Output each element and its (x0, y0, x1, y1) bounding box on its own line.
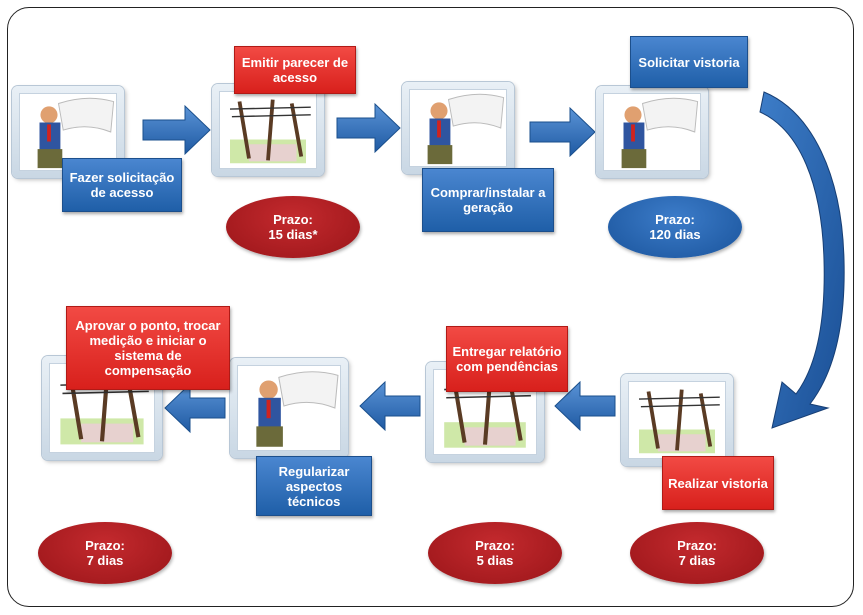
tile-step-3 (402, 82, 514, 174)
step-request-inspection: Solicitar vistoria (630, 36, 748, 88)
step-request-access: Fazer solicitação de acesso (62, 158, 182, 212)
deadline-ellipse-5: Prazo: 7 dias (38, 522, 172, 584)
arrow-left-3 (164, 382, 226, 434)
step-buy-install: Comprar/instalar a geração (422, 168, 554, 232)
step-perform-inspection-label: Realizar vistoria (668, 475, 768, 491)
deadline-value: 7 dias (678, 553, 716, 568)
step-approve-label: Aprovar o ponto, trocar medição e inicia… (75, 318, 221, 378)
step-approve: Aprovar o ponto, trocar medição e inicia… (66, 306, 230, 390)
tile-step-5 (621, 374, 733, 466)
deadline-label: Prazo: (273, 212, 313, 227)
deadline-ellipse-4: Prazo: 5 dias (428, 522, 562, 584)
power-pole-icon (60, 374, 149, 445)
arrow-right-1 (142, 104, 211, 156)
step-issue-opinion: Emitir parecer de acesso (234, 46, 356, 94)
power-pole-icon (638, 389, 720, 454)
deadline-ellipse-3: Prazo: 7 dias (630, 522, 764, 584)
tile-step-4 (596, 86, 708, 178)
arrow-curved (759, 91, 845, 429)
step-deliver-report: Entregar relatório com pendências (446, 326, 568, 392)
step-request-inspection-label: Solicitar vistoria (638, 54, 740, 70)
step-buy-install-label: Comprar/instalar a geração (430, 185, 546, 215)
step-deliver-report-label: Entregar relatório com pendências (452, 344, 562, 374)
arrow-right-2 (336, 102, 401, 154)
deadline-value: 120 dias (649, 227, 701, 242)
person-icon (37, 97, 115, 169)
arrow-right-3 (529, 106, 596, 158)
step-regularize-label: Regularizar aspectos técnicos (278, 463, 350, 509)
deadline-value: 5 dias (476, 553, 514, 568)
deadline-label: Prazo: (655, 212, 695, 227)
deadline-ellipse-2: Prazo: 120 dias (608, 196, 742, 258)
tile-step-2 (212, 84, 324, 176)
power-pole-icon (229, 99, 311, 164)
step-regularize: Regularizar aspectos técnicos (256, 456, 372, 516)
step-request-access-label: Fazer solicitação de acesso (69, 170, 175, 200)
deadline-label: Prazo: (677, 538, 717, 553)
power-pole-icon (444, 379, 531, 448)
arrow-left-1 (554, 380, 616, 432)
person-icon (427, 93, 505, 165)
deadline-label: Prazo: (85, 538, 125, 553)
step-perform-inspection: Realizar vistoria (662, 456, 774, 510)
step-issue-opinion-label: Emitir parecer de acesso (241, 55, 349, 85)
tile-step-1 (12, 86, 124, 178)
deadline-value: 15 dias* (268, 227, 318, 242)
diagram-frame (7, 7, 854, 607)
deadline-value: 7 dias (86, 553, 124, 568)
person-icon (256, 371, 339, 447)
deadline-ellipse-1: Prazo: 15 dias* (226, 196, 360, 258)
deadline-label: Prazo: (475, 538, 515, 553)
person-icon (621, 97, 699, 169)
arrow-left-2 (359, 380, 421, 432)
tile-step-7 (230, 358, 348, 458)
